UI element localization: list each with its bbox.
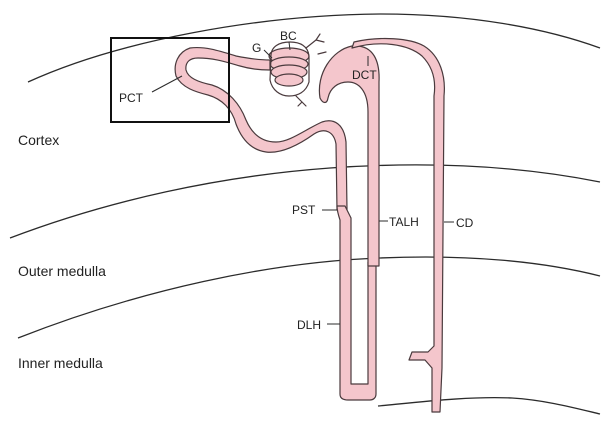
cortex-outer-medulla-boundary	[9, 164, 601, 239]
bc-leader	[288, 41, 291, 51]
afferent-arteriole	[295, 95, 307, 107]
efferent-arteriole	[305, 33, 327, 55]
pct-leader	[151, 75, 183, 93]
kidney-surface-line	[27, 13, 601, 83]
region-label-inner-medulla: Inner medulla	[18, 355, 103, 371]
g-leader	[263, 49, 273, 59]
label-pct: PCT	[119, 91, 144, 105]
nephron	[174, 33, 445, 413]
label-pst: PST	[292, 203, 316, 217]
leader-lines	[151, 41, 454, 325]
proximal-convoluted-tubule	[174, 46, 348, 211]
papilla-tip-line	[377, 396, 601, 415]
bowmans-capsule	[269, 41, 310, 97]
label-dlh: DLH	[297, 318, 321, 332]
descending-limb-loop	[336, 205, 377, 401]
thick-ascending-limb	[318, 45, 380, 267]
pct-highlight-box	[110, 37, 230, 123]
distal-convoluted-tubule-collecting-duct	[351, 37, 445, 413]
label-g: G	[252, 41, 261, 55]
label-dct: DCT	[352, 68, 377, 82]
outer-inner-medulla-boundary	[17, 256, 601, 339]
region-label-cortex: Cortex	[18, 132, 59, 148]
region-label-outer-medulla: Outer medulla	[18, 263, 106, 279]
label-bc: BC	[280, 29, 297, 43]
label-cd: CD	[456, 216, 474, 230]
glomerulus	[268, 47, 310, 87]
label-talh: TALH	[389, 215, 419, 229]
